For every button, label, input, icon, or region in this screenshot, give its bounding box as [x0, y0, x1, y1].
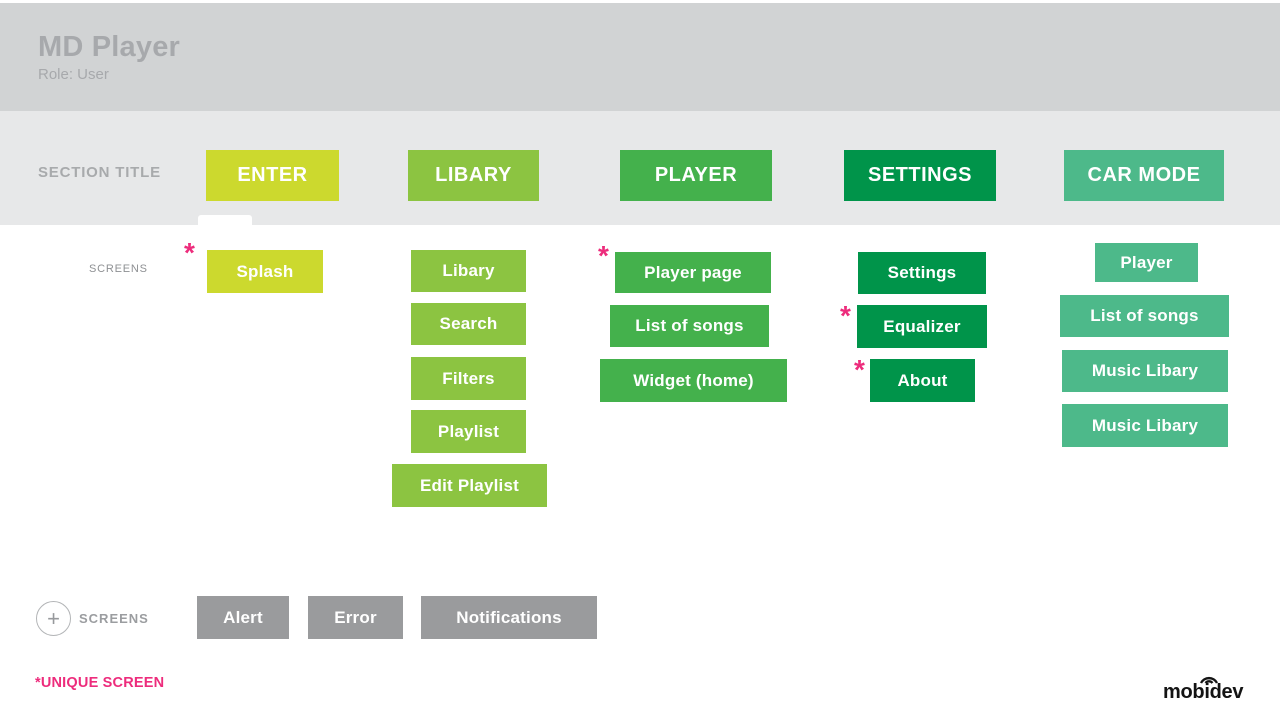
mobidev-logo: mobidev: [1163, 674, 1255, 704]
app-header: MD Player Role: User: [0, 3, 1280, 111]
enter-active-tab: [198, 215, 252, 225]
screen-car-music-libary-2: Music Libary: [1062, 404, 1228, 447]
screen-car-list-of-songs: List of songs: [1060, 295, 1229, 337]
screen-alert: Alert: [197, 596, 289, 639]
unique-asterisk-player-page: *: [598, 240, 609, 271]
unique-asterisk-splash: *: [184, 237, 195, 268]
screen-widget-home: Widget (home): [600, 359, 787, 402]
screen-car-music-libary-1: Music Libary: [1062, 350, 1228, 392]
section-enter: ENTER: [206, 150, 339, 201]
section-libary: LIBARY: [408, 150, 539, 201]
screen-filters: Filters: [411, 357, 526, 400]
unique-asterisk-about: *: [854, 354, 865, 385]
screen-search: Search: [411, 303, 526, 345]
plus-glyph: +: [47, 605, 60, 631]
screen-splash: Splash: [207, 250, 323, 293]
screen-settings: Settings: [858, 252, 986, 294]
screen-list-of-songs: List of songs: [610, 305, 769, 347]
unique-screen-footnote: *UNIQUE SCREEN: [35, 675, 165, 691]
screen-car-player: Player: [1095, 243, 1198, 282]
section-car-mode: CAR MODE: [1064, 150, 1224, 201]
screen-libary: Libary: [411, 250, 526, 292]
screen-player-page: Player page: [615, 252, 771, 293]
section-title-row-label: SECTION TITLE: [38, 164, 161, 181]
screens-row-label: SCREENS: [89, 263, 148, 275]
screen-edit-playlist: Edit Playlist: [392, 464, 547, 507]
unique-asterisk-equalizer: *: [840, 300, 851, 331]
logo-text: mobidev: [1163, 681, 1244, 703]
screen-error: Error: [308, 596, 403, 639]
screen-equalizer: Equalizer: [857, 305, 987, 348]
add-screens-plus-icon: +: [36, 601, 71, 636]
app-role-subtitle: Role: User: [38, 66, 109, 83]
logo-signal-arcs-icon: [1199, 676, 1219, 684]
screen-playlist: Playlist: [411, 410, 526, 453]
add-screens-label: SCREENS: [79, 611, 149, 626]
section-settings: SETTINGS: [844, 150, 996, 201]
screen-about: About: [870, 359, 975, 402]
section-player: PLAYER: [620, 150, 772, 201]
screen-notifications: Notifications: [421, 596, 597, 639]
app-title: MD Player: [38, 31, 181, 63]
